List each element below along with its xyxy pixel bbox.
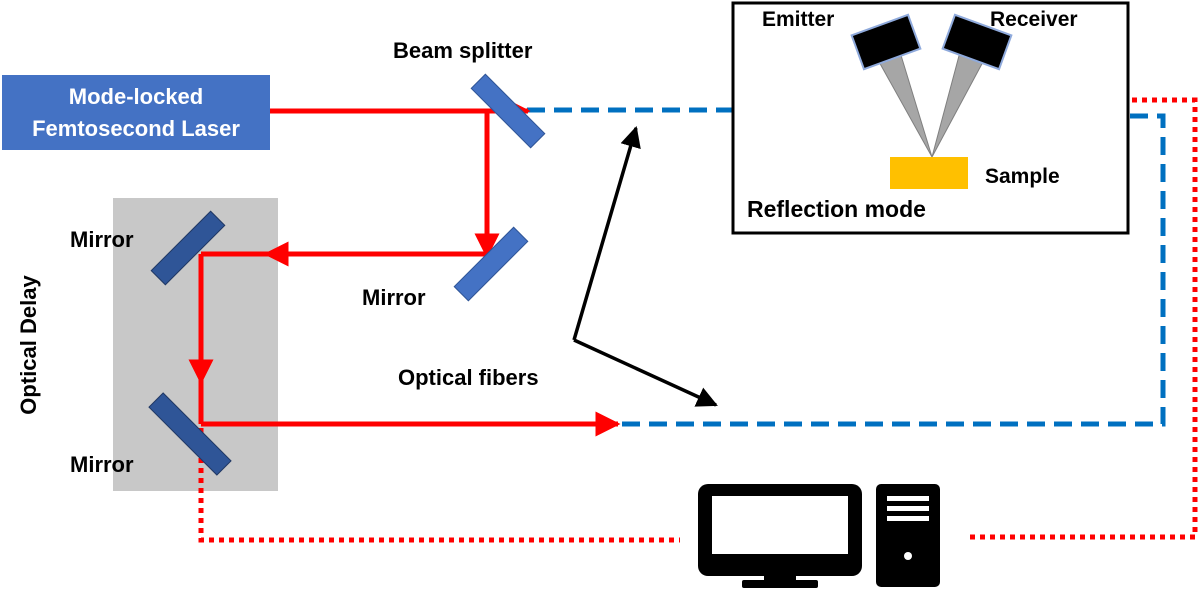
mirror-top-left bbox=[150, 210, 226, 286]
label-receiver: Receiver bbox=[990, 8, 1078, 31]
fiber-right bbox=[620, 113, 1166, 427]
signal-line-left bbox=[198, 428, 680, 543]
label-mirror-bottom-left: Mirror bbox=[70, 452, 134, 477]
reflection-mode-box bbox=[731, 1, 1130, 235]
laser-box bbox=[2, 75, 270, 150]
laser-label-line1: Mode-locked bbox=[69, 84, 203, 109]
label-optical-delay: Optical Delay bbox=[16, 275, 41, 415]
pointer-arrow-down bbox=[573, 338, 718, 407]
laser-label-line2: Femtosecond Laser bbox=[32, 116, 240, 141]
beam-splitter-mirror bbox=[470, 73, 546, 149]
sample-block bbox=[890, 157, 968, 189]
emitter-block bbox=[850, 13, 922, 71]
mirror-bottom-left bbox=[148, 392, 232, 476]
signal-line-right bbox=[970, 97, 1198, 540]
pointer-arrow-up bbox=[572, 125, 641, 341]
label-emitter: Emitter bbox=[762, 8, 834, 31]
label-mirror-top-left: Mirror bbox=[70, 227, 134, 252]
receiver-block bbox=[941, 13, 1013, 71]
label-optical-fibers: Optical fibers bbox=[398, 365, 539, 390]
label-reflection-mode: Reflection mode bbox=[747, 196, 926, 222]
label-beam-splitter: Beam splitter bbox=[393, 38, 533, 63]
label-mirror-right: Mirror bbox=[362, 285, 426, 310]
label-sample: Sample bbox=[985, 165, 1060, 188]
computer-monitor-icon bbox=[698, 484, 862, 588]
computer-tower-icon bbox=[876, 484, 940, 587]
mirror-right bbox=[453, 226, 529, 302]
